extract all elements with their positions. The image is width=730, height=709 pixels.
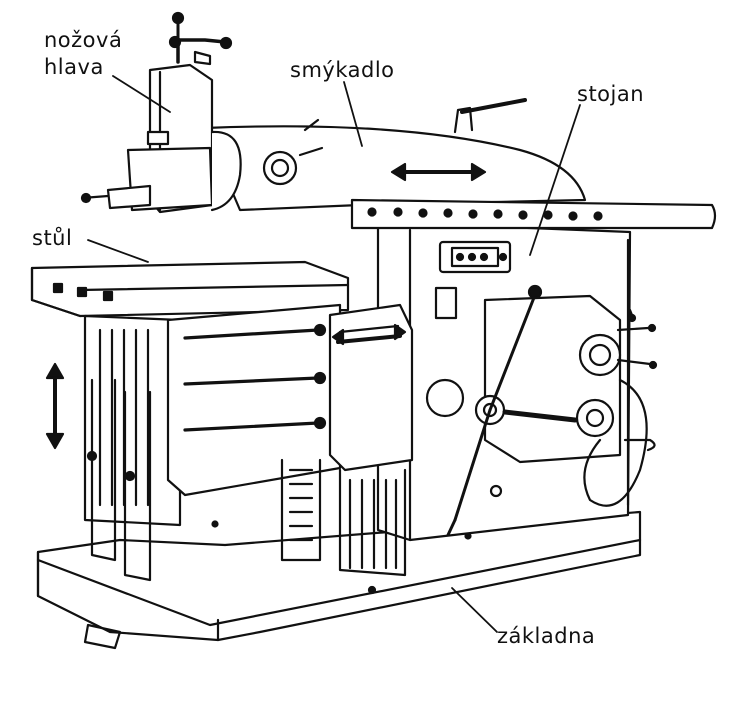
gearbox-levers — [425, 284, 658, 537]
leader-zakladna — [451, 587, 498, 633]
leader-smykadlo — [343, 81, 363, 147]
label-hlava: hlava — [44, 55, 104, 79]
table-stul — [30, 260, 350, 582]
feed-box — [280, 303, 414, 577]
label-nozova: nožová — [44, 28, 123, 52]
base-zakladna — [36, 510, 642, 650]
ram-smykadlo — [203, 98, 717, 230]
tool-head-nozova-hlava — [80, 11, 242, 214]
label-smykadlo: smýkadlo — [290, 58, 395, 82]
leader-lines — [87, 75, 581, 633]
leader-stojan — [529, 104, 581, 256]
leader-nozova-hlava — [112, 75, 171, 113]
leader-stul — [87, 239, 149, 263]
label-stojan: stojan — [577, 82, 645, 106]
label-zakladna: základna — [497, 624, 596, 648]
label-stul: stůl — [32, 226, 73, 250]
